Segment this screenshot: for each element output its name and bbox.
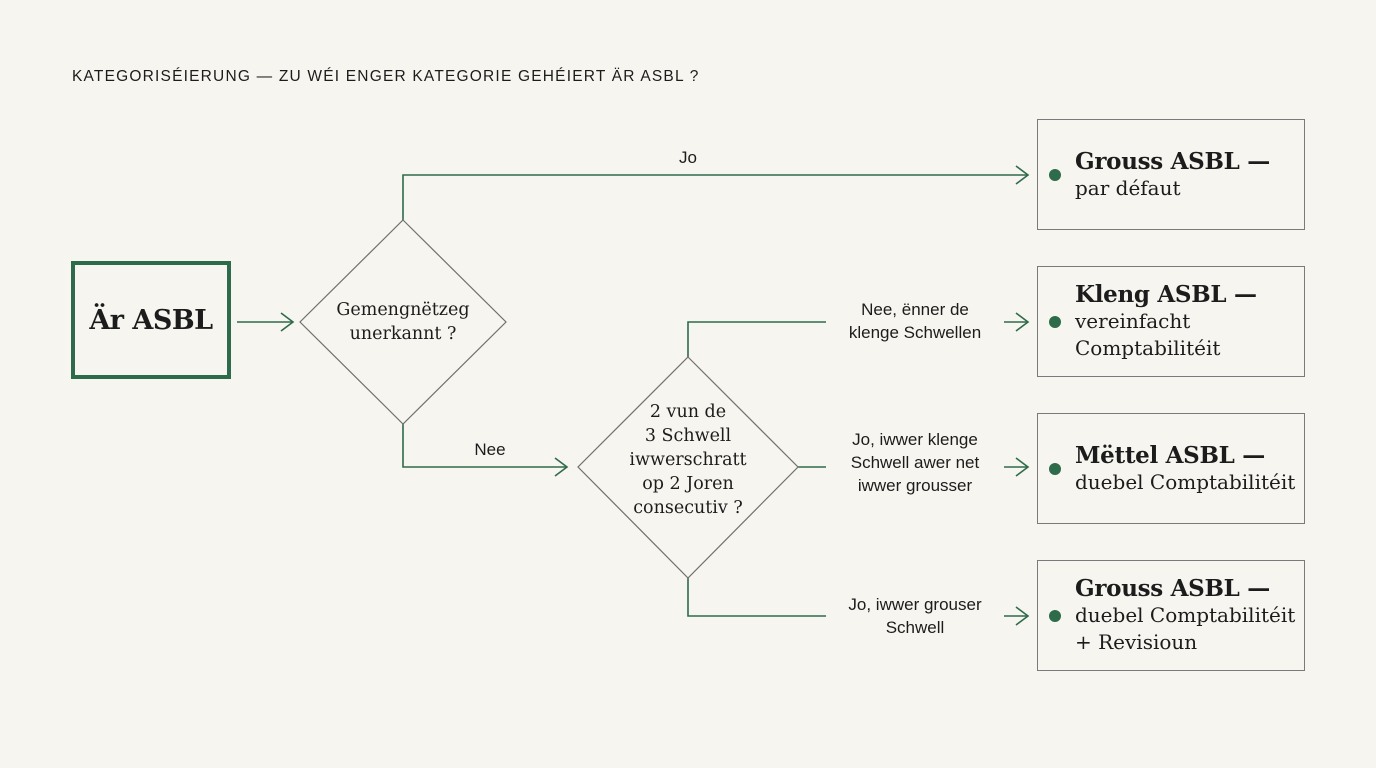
result-kleng: Kleng ASBL — vereinfacht Comptabilitéit [1037, 266, 1305, 377]
edge-label-above-small: Jo, iwwer klenge Schwell awer net iwwer … [850, 430, 980, 495]
arrowhead-result4 [1015, 606, 1030, 626]
connector-no-decision2 [402, 424, 567, 468]
result-grouss-default: Grouss ASBL — par défaut [1037, 119, 1305, 230]
connector-yes-grouss [402, 174, 1028, 220]
diagram-heading: KATEGORISÉIERUNG — ZU WÉI ENGER KATEGORI… [72, 68, 700, 85]
bullet-dot-icon [1049, 609, 1061, 622]
decision1-diamond [299, 219, 507, 425]
result-grouss-revisioun: Grouss ASBL — duebel Comptabilitéit + Re… [1037, 560, 1305, 671]
arrowhead-result3 [1015, 457, 1030, 477]
edge-label-below-small: Nee, ënner de klenge Schwellen [848, 300, 982, 342]
start-node: Är ASBL [71, 261, 231, 379]
edge-label-yes: Jo [679, 148, 697, 167]
connector-below-small [687, 321, 826, 357]
bullet-dot-icon [1049, 168, 1061, 181]
arrowhead-result2 [1015, 312, 1030, 332]
edge-label-above-large: Jo, iwwer grouser Schwell [848, 595, 982, 637]
arrowhead-decision2 [554, 457, 569, 477]
connector-above-large [687, 578, 826, 617]
bullet-dot-icon [1049, 462, 1061, 475]
start-node-label: Är ASBL [89, 304, 213, 336]
bullet-dot-icon [1049, 315, 1061, 328]
decision2-label: 2 vun de 3 Schwell iwwerschratt op 2 Jor… [629, 402, 747, 518]
decision2-diamond [577, 356, 799, 579]
arrowhead-decision1 [280, 312, 295, 332]
edge-label-no: Nee [474, 440, 506, 459]
arrowhead-result1 [1015, 165, 1030, 185]
result-mettel: Mëttel ASBL — duebel Comptabilitéit [1037, 413, 1305, 524]
decision1-label: Gemengnëtzeg unerkannt ? [336, 300, 470, 344]
